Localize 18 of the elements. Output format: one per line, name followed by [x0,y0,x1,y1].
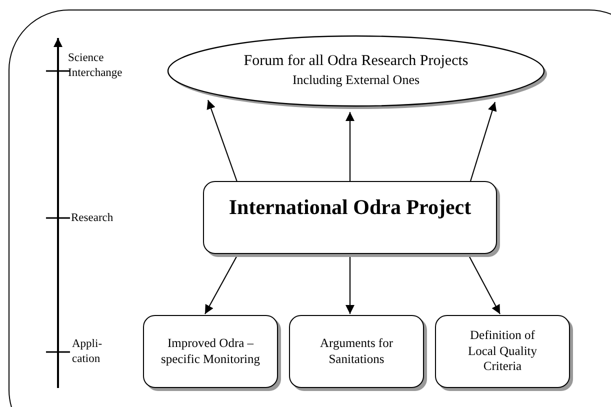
project-box [203,181,497,254]
axis-label: Science Interchange [68,51,124,81]
forum-ellipse [167,35,545,107]
axis-label: Research [71,211,114,226]
outcome-text: Improved Odra – specific Monitoring [160,336,260,367]
forum-subtitle: Including External Ones [291,71,421,88]
outcome-box [435,315,570,388]
outcome-text: Definition of Local Quality Criteria [466,328,538,375]
arrow [346,254,354,314]
arrow [206,100,238,182]
outcome-text: Arguments for Sanitations [318,336,394,367]
forum-title: Forum for all Odra Research Projects [242,52,470,71]
arrow [346,112,354,181]
outcome-box [143,315,278,388]
outcome-box [289,315,424,388]
project-title: International Odra Project [228,194,472,220]
arrow [470,102,497,182]
axis-label: Appli- cation [72,337,104,367]
